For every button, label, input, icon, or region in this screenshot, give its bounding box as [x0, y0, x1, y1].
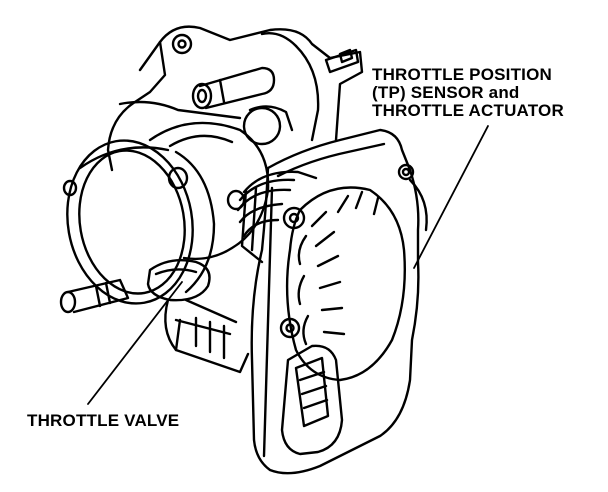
throttle-valve-plate — [146, 259, 211, 302]
tp-sensor-label-line1: THROTTLE POSITION — [372, 65, 553, 84]
throttle-body-casting — [106, 44, 320, 374]
leader-lines — [87, 125, 489, 405]
lower-pipe-fitting — [59, 278, 130, 314]
tp-sensor-label-line2: (TP) SENSOR and — [372, 83, 520, 102]
actuator-collar — [236, 170, 318, 264]
throttle-valve-label: THROTTLE VALVE — [27, 411, 180, 430]
tp-sensor-label-line3: THROTTLE ACTUATOR — [372, 101, 564, 120]
upper-bracket — [130, 25, 364, 142]
intake-flange — [62, 139, 216, 305]
throttle-valve-leader-line — [87, 281, 183, 405]
upper-pipe-fitting — [191, 66, 276, 110]
tp-sensor-leader-line — [413, 125, 489, 269]
tp-sensor-actuator-housing — [250, 128, 428, 475]
